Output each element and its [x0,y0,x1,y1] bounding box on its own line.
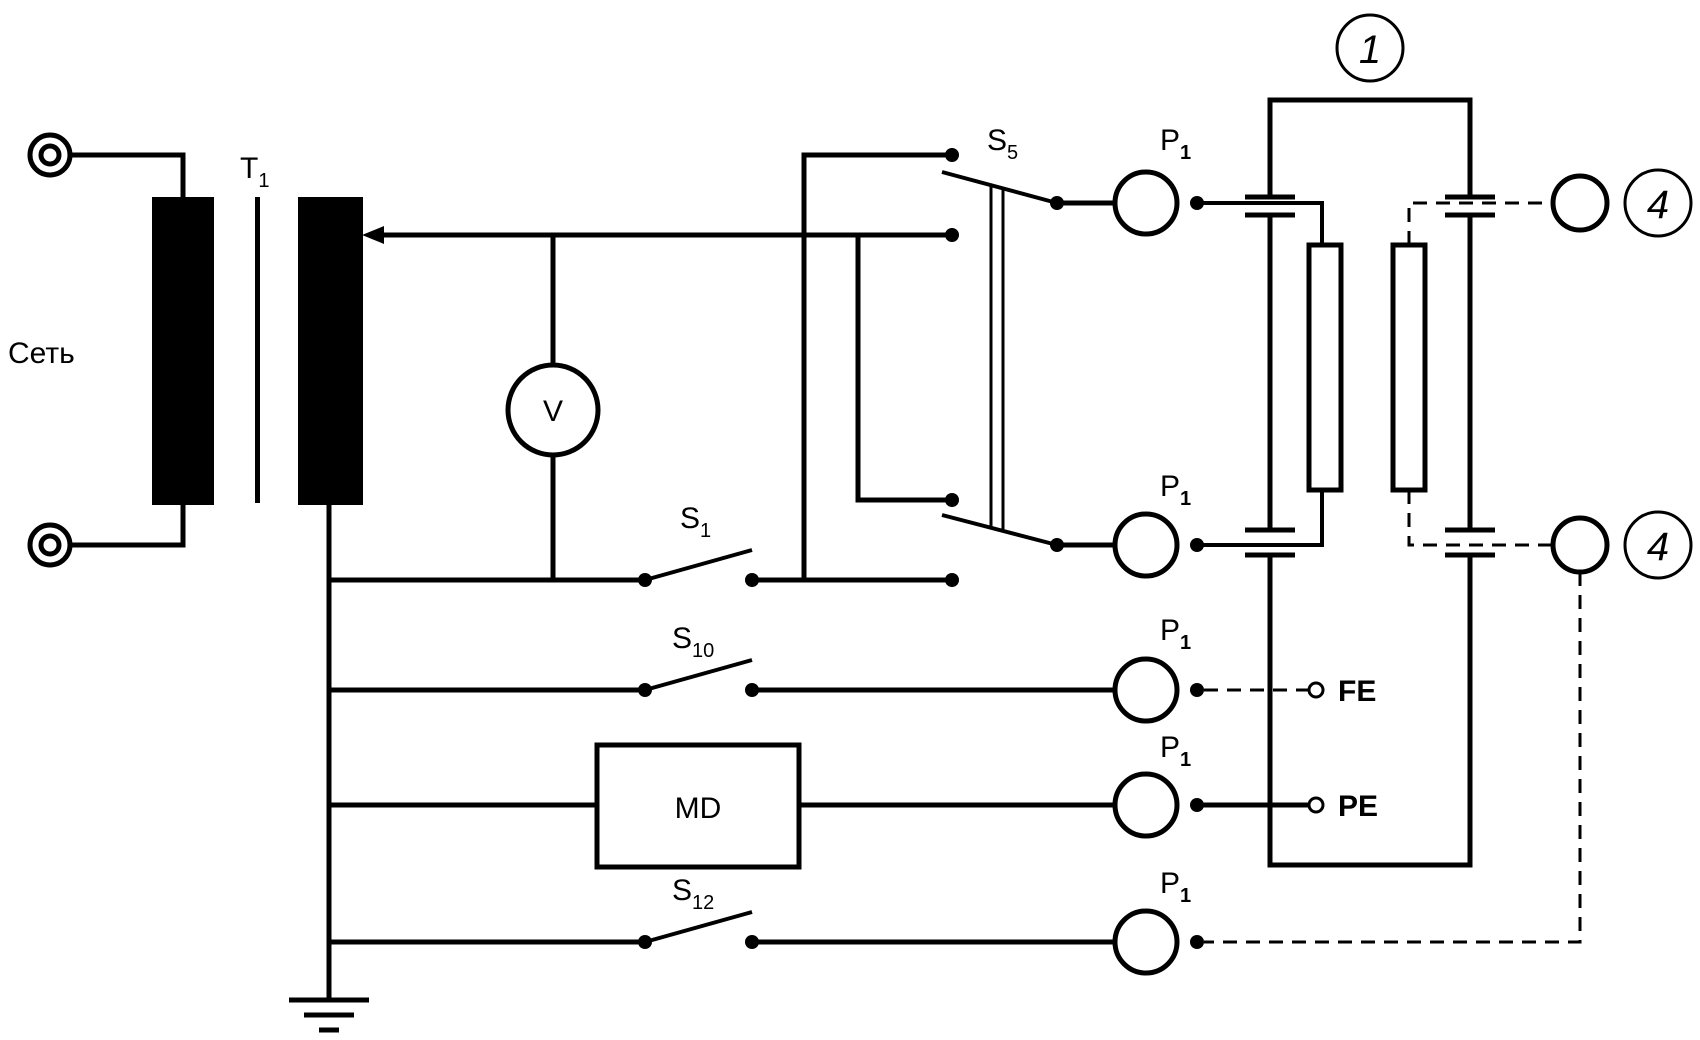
internal-wire-bottom [1197,490,1324,547]
accessible-wire-top [1407,201,1555,245]
switch-s1-blade [644,548,753,582]
marker-equipment: 1 [1335,13,1405,83]
transformer-secondary-winding [298,197,363,505]
switch-s10-contact-a [638,683,652,697]
svg-text:4: 4 [1647,183,1669,227]
s5-out-wires [1057,200,1115,548]
s5-cross-wire-a [801,152,952,580]
probe-p1-label-4: P1 [1160,731,1191,771]
transformer-primary-winding [152,197,214,505]
probe-p1-row3 [1112,656,1204,724]
switch-s12-contact-b [745,935,759,949]
switch-s5-contact-lower-b [945,573,959,587]
switch-s5-contact-lower-a [945,493,959,507]
switch-s1-contact-b [745,573,759,587]
probe-p1-label-1: P1 [1160,124,1191,164]
probe-p1-row2 [1112,511,1204,579]
internal-wire-top [1197,201,1324,245]
probe-p1-label-5: P1 [1160,867,1191,907]
enclosure-gap-plates [1245,194,1495,558]
probe-p1-row4 [1112,771,1204,839]
marker-part-bottom: 4 [1623,510,1693,580]
measuring-device-label: MD [675,792,722,825]
svg-text:1: 1 [1359,28,1381,72]
accessible-terminal-top [1550,173,1610,233]
switch-s5-contact-upper-b [945,228,959,242]
switch-s1-contact-a [638,573,652,587]
probe-p1-label-3: P1 [1160,614,1191,654]
switch-s5-blade-upper [941,170,1058,205]
switch-s5-blade-lower [941,513,1058,547]
svg-text:4: 4 [1647,525,1669,569]
mains-wire-bottom [70,505,186,548]
mains-terminal-top [27,132,73,178]
voltmeter-label: V [543,395,563,428]
mains-label: Сеть [8,337,75,370]
switch-s10-label: S10 [672,622,714,662]
switch-s10-blade [644,658,753,692]
probe-p1-row1 [1112,169,1204,237]
s12-dashed-return [1204,572,1582,944]
ground-symbol [289,997,369,1033]
pe-terminal [1307,796,1325,814]
switch-s12-label: S12 [672,874,714,914]
accessible-terminal-bottom [1550,515,1610,575]
probe-p1-row5 [1112,908,1204,976]
switch-s5-contact-upper-a [945,148,959,162]
fe-terminal [1307,681,1325,699]
tap-arrow [362,226,384,244]
probe-p1-label-2: P1 [1160,470,1191,510]
pe-label: PE [1338,790,1378,823]
switch-s10-contact-b [745,683,759,697]
switch-s12-contact-a [638,935,652,949]
marker-part-top: 4 [1623,168,1693,238]
mains-terminal-bottom [27,522,73,568]
switch-s5-label: S5 [987,124,1018,164]
s5-cross-wire-b [855,235,952,503]
fe-label: FE [1338,675,1376,708]
internal-resistor-right [1390,242,1428,493]
enclosure-top [1267,97,1473,197]
accessible-wire-bottom [1407,490,1555,547]
switch-s12-blade [644,910,753,944]
mains-wire-top [70,152,186,197]
transformer-label: T1 [240,152,269,192]
internal-resistor-left [1306,242,1344,493]
measuring-device-box [594,742,802,870]
voltmeter [505,362,601,458]
transformer-core [255,197,260,503]
enclosure-bottom [1267,555,1473,868]
switch-s1-label: S1 [680,502,711,542]
